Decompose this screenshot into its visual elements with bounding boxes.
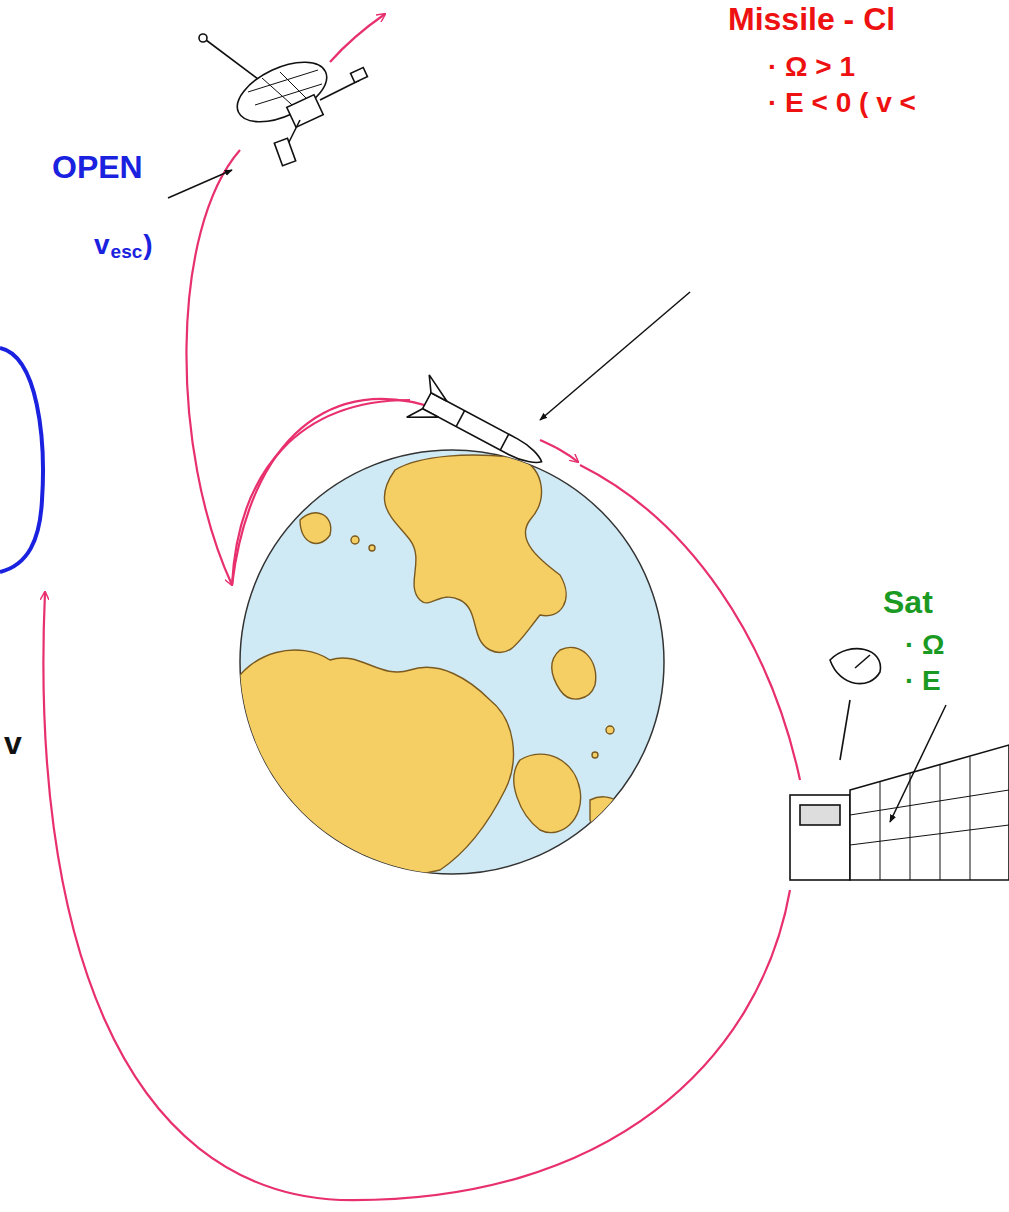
drawing-part bbox=[790, 795, 850, 880]
condition-label: · E bbox=[905, 666, 941, 697]
trajectory bbox=[43, 14, 800, 1200]
heading-label: OPEN bbox=[52, 150, 143, 185]
drawing-part bbox=[320, 80, 360, 100]
drawing-part bbox=[590, 797, 626, 834]
heading-label: Missile - Cl bbox=[728, 2, 895, 37]
satellite bbox=[790, 649, 1009, 880]
condition-label: · E < 0 ( v < bbox=[768, 88, 916, 119]
drawing-part bbox=[351, 536, 359, 544]
drawing-part bbox=[800, 805, 840, 825]
drawing-part bbox=[229, 455, 625, 876]
drawing-part bbox=[540, 440, 578, 462]
drawing-part bbox=[229, 650, 513, 877]
leader-line bbox=[168, 170, 946, 822]
heading-label: Sat bbox=[883, 585, 933, 620]
drawing-part bbox=[855, 655, 870, 668]
open-bracket bbox=[0, 348, 43, 572]
drawing-part bbox=[199, 34, 207, 42]
drawing-part bbox=[287, 95, 323, 128]
drawing-part bbox=[830, 649, 880, 684]
drawing-part bbox=[407, 404, 439, 430]
drawing-part bbox=[300, 513, 331, 544]
drawing-part bbox=[232, 400, 410, 585]
drawing-part bbox=[186, 150, 240, 585]
drawing-part bbox=[232, 399, 440, 585]
missile bbox=[407, 375, 553, 483]
drawing-part bbox=[514, 754, 581, 832]
drawing-part bbox=[890, 705, 946, 822]
drawing-part bbox=[552, 647, 596, 699]
condition-label: · Ω > 1 bbox=[768, 52, 855, 83]
drawing-part bbox=[330, 14, 385, 62]
drawing-part bbox=[274, 138, 295, 165]
symbol-label: ) bbox=[143, 230, 152, 261]
drawing-part bbox=[206, 40, 262, 82]
drawing-part bbox=[423, 393, 546, 470]
subscript-label: esc bbox=[111, 242, 143, 263]
text-fragment: v bbox=[4, 726, 22, 761]
drawing-part bbox=[840, 700, 850, 760]
earth-globe bbox=[229, 450, 664, 877]
drawing-part bbox=[422, 375, 454, 401]
drawing-part bbox=[168, 170, 232, 198]
drawing-part bbox=[850, 745, 1009, 880]
drawing-part bbox=[500, 434, 508, 450]
symbol-label: v bbox=[94, 230, 110, 261]
drawing-part bbox=[850, 757, 1009, 880]
drawing-part bbox=[43, 592, 790, 1200]
drawing-part bbox=[592, 752, 598, 758]
drawing-part bbox=[606, 726, 614, 734]
drawing-part bbox=[384, 455, 566, 653]
drawing-part bbox=[540, 292, 690, 420]
space-probe bbox=[199, 34, 367, 166]
drawing-part bbox=[456, 411, 464, 427]
drawing-part bbox=[369, 545, 375, 551]
drawing-part bbox=[351, 68, 368, 83]
drawing-part bbox=[580, 465, 800, 780]
drawing-part bbox=[228, 50, 335, 134]
condition-label: · Ω bbox=[905, 630, 945, 661]
